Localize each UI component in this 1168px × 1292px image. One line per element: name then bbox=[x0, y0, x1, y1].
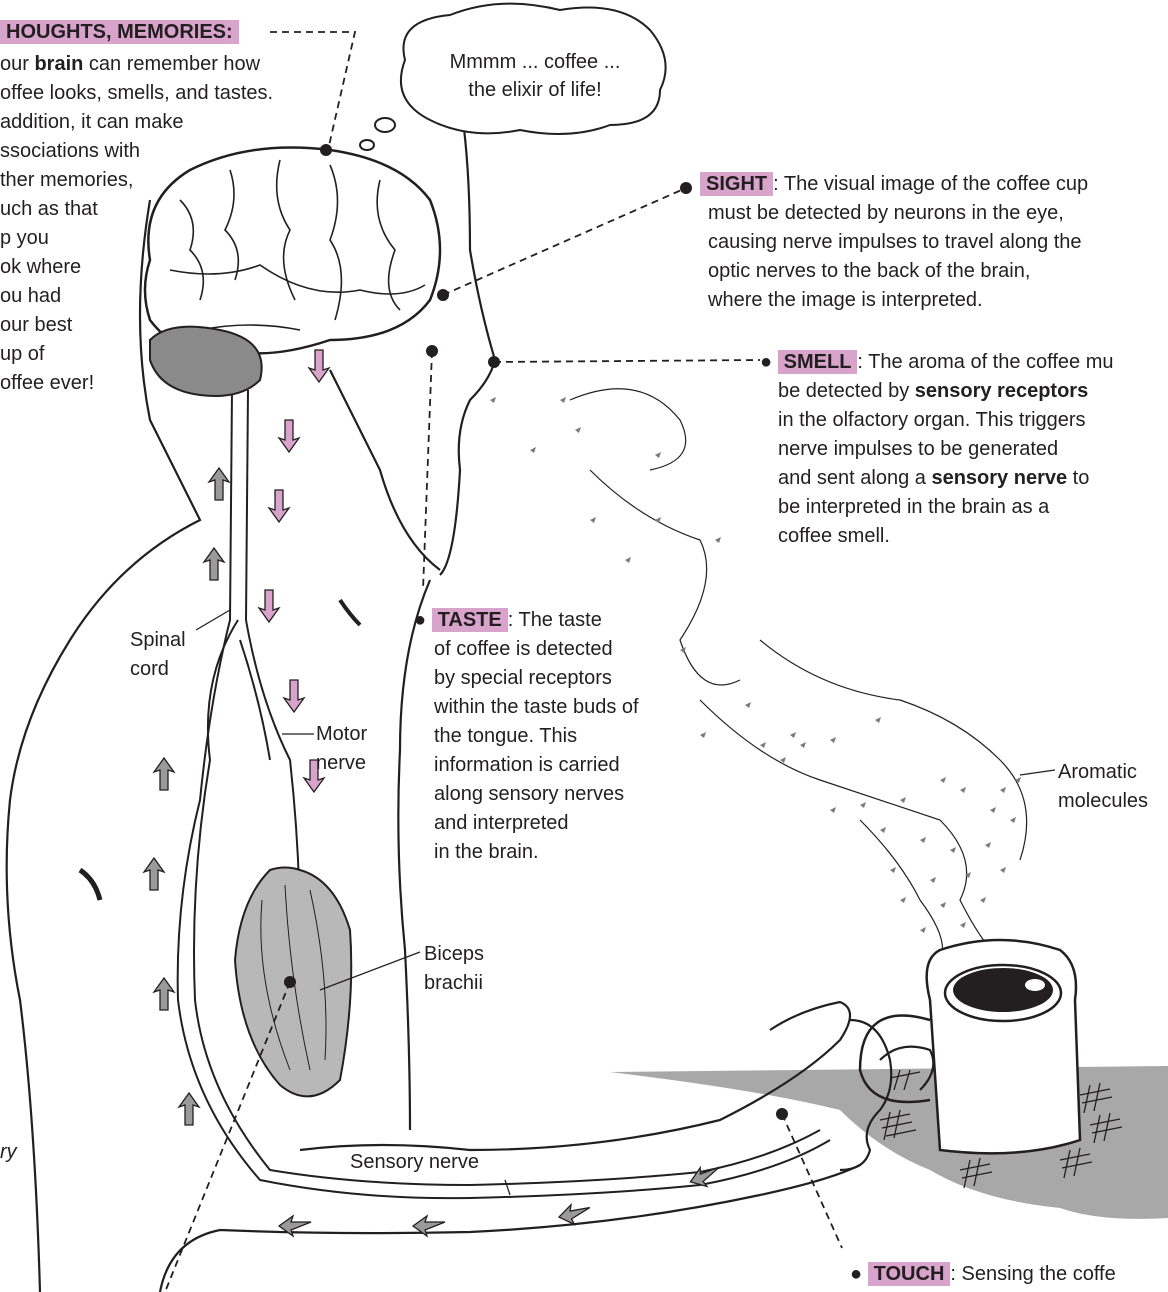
thought-line: the elixir of life! bbox=[420, 76, 650, 104]
label-line: molecules bbox=[1058, 787, 1148, 816]
taste-line: within the taste buds of bbox=[414, 693, 639, 722]
smell-line: and sent along a bbox=[778, 467, 931, 489]
label-line: Biceps bbox=[424, 940, 484, 969]
memories-segment: ok where bbox=[0, 256, 81, 278]
sight-label: SIGHT bbox=[700, 172, 773, 196]
memories-segment: ther memories, bbox=[0, 169, 133, 191]
memories-line: offee looks, smells, and tastes. bbox=[0, 79, 273, 108]
memories-line: our best bbox=[0, 311, 273, 340]
thought-line: Mmmm ... coffee ... bbox=[420, 48, 650, 76]
memories-emphasis: brain bbox=[34, 53, 83, 75]
label-line: nerve bbox=[316, 749, 367, 778]
memories-segment: ou had bbox=[0, 285, 61, 307]
aromatic-molecules-label: Aromatic molecules bbox=[1058, 758, 1148, 816]
spinal-cord-label: Spinal cord bbox=[130, 626, 186, 684]
touch-line: : Sensing the coffe bbox=[950, 1263, 1115, 1285]
smell-line: be interpreted in the brain as a bbox=[760, 493, 1114, 522]
memories-line: up of bbox=[0, 340, 273, 369]
label-line: cord bbox=[130, 655, 186, 684]
label-line: Spinal bbox=[130, 626, 186, 655]
smell-line: be detected by bbox=[778, 380, 915, 402]
memories-segment: can remember how bbox=[83, 53, 260, 75]
taste-line: along sensory nerves bbox=[414, 780, 639, 809]
memories-segment: addition, it can make bbox=[0, 111, 183, 133]
motor-nerve-label: Motor nerve bbox=[316, 720, 367, 778]
memories-line: ther memories, bbox=[0, 166, 273, 195]
memories-segment: uch as that bbox=[0, 198, 98, 220]
taste-line: of coffee is detected bbox=[414, 635, 639, 664]
memories-segment: our bbox=[0, 53, 34, 75]
memories-line: p you bbox=[0, 224, 273, 253]
taste-line: in the brain. bbox=[414, 838, 639, 867]
smell-line: nerve impulses to be generated bbox=[760, 435, 1114, 464]
smell-emphasis: sensory receptors bbox=[915, 380, 1088, 402]
memories-segment: offee looks, smells, and tastes. bbox=[0, 82, 273, 104]
memories-segment: our best bbox=[0, 314, 72, 336]
thought-bubble: Mmmm ... coffee ... the elixir of life! bbox=[420, 48, 650, 104]
taste-line: the tongue. This bbox=[414, 722, 639, 751]
memories-segment: up of bbox=[0, 343, 44, 365]
memories-line: our brain can remember how bbox=[0, 50, 273, 79]
taste-label: TASTE bbox=[432, 608, 508, 632]
sight-line: must be detected by neurons in the eye, bbox=[700, 199, 1088, 228]
label-line: Motor bbox=[316, 720, 367, 749]
taste-callout: ● TASTE: The taste of coffee is detected… bbox=[414, 606, 639, 867]
sight-line: causing nerve impulses to travel along t… bbox=[700, 228, 1088, 257]
sensory-nerve-label: Sensory nerve bbox=[350, 1148, 479, 1177]
memories-line: offee ever! bbox=[0, 369, 273, 398]
taste-line: : The taste bbox=[508, 609, 602, 631]
touch-callout: ● TOUCH: Sensing the coffe bbox=[850, 1260, 1116, 1289]
sight-line: : The visual image of the coffee cup bbox=[773, 173, 1088, 195]
memories-segment: p you bbox=[0, 227, 49, 249]
taste-line: and interpreted bbox=[414, 809, 639, 838]
sight-callout: SIGHT: The visual image of the coffee cu… bbox=[700, 170, 1088, 315]
sight-line: where the image is interpreted. bbox=[700, 286, 1088, 315]
memories-heading: HOUGHTS, MEMORIES: bbox=[0, 18, 239, 47]
smell-emphasis: sensory nerve bbox=[931, 467, 1067, 489]
memories-text: our brain can remember how offee looks, s… bbox=[0, 50, 273, 398]
smell-callout: ● SMELL: The aroma of the coffee mu be d… bbox=[760, 348, 1114, 551]
thought-dot bbox=[360, 140, 374, 150]
thought-dot bbox=[375, 118, 395, 132]
smell-label: SMELL bbox=[778, 350, 858, 374]
biceps-label: Biceps brachii bbox=[424, 940, 484, 998]
memories-line: ssociations with bbox=[0, 137, 273, 166]
taste-line: by special receptors bbox=[414, 664, 639, 693]
memories-line: ok where bbox=[0, 253, 273, 282]
taste-line: information is carried bbox=[414, 751, 639, 780]
memories-line: addition, it can make bbox=[0, 108, 273, 137]
label-line: Aromatic bbox=[1058, 758, 1148, 787]
memories-line: ou had bbox=[0, 282, 273, 311]
memories-label: HOUGHTS, MEMORIES: bbox=[0, 20, 239, 44]
smell-line: to bbox=[1067, 467, 1089, 489]
memories-line: uch as that bbox=[0, 195, 273, 224]
smell-line: coffee smell. bbox=[760, 522, 1114, 551]
sight-line: optic nerves to the back of the brain, bbox=[700, 257, 1088, 286]
memories-segment: offee ever! bbox=[0, 372, 94, 394]
smell-line: : The aroma of the coffee mu bbox=[857, 351, 1113, 373]
memories-segment: ssociations with bbox=[0, 140, 140, 162]
left-edge-fragment: ry bbox=[0, 1138, 17, 1167]
smell-line: in the olfactory organ. This triggers bbox=[760, 406, 1114, 435]
touch-label: TOUCH bbox=[868, 1262, 951, 1286]
label-line: brachii bbox=[424, 969, 484, 998]
